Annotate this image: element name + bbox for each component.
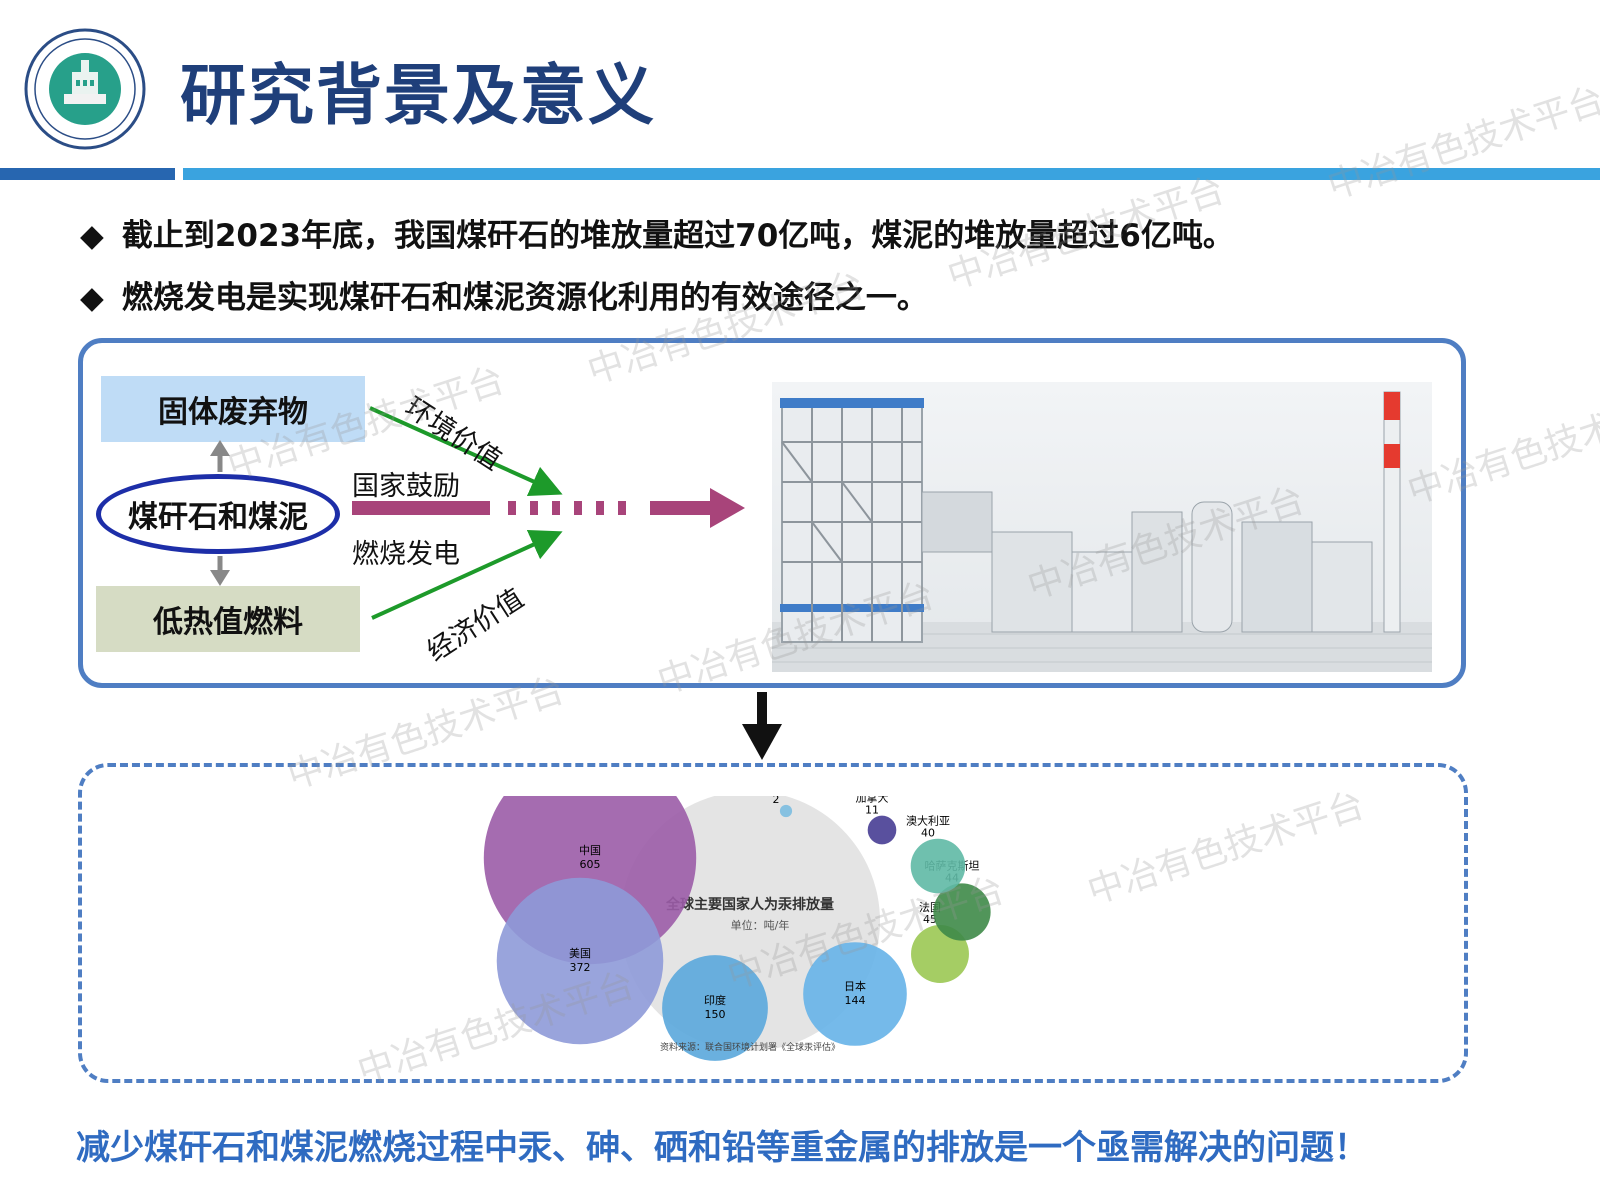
bullet-text: 截止到2023年底，我国煤矸石的堆放量超过70亿吨，煤泥的堆放量超过6亿吨。: [121, 218, 1234, 254]
environment-value-arrow: [369, 406, 563, 497]
power-plant-image: [772, 382, 1432, 672]
bubble-7: [867, 815, 897, 845]
chart-source: 资料来源：联合国环境计划署《全球汞评估》: [660, 1041, 840, 1053]
header-bar-dark: [0, 168, 175, 180]
bubble-label-0: 中国: [579, 844, 601, 857]
bubble-2: [662, 955, 768, 1061]
diamond-bullet-icon: ◆: [80, 218, 104, 254]
bubble-5: [933, 883, 991, 941]
bubble-value-6: 40: [921, 827, 935, 840]
bubble-3: [803, 942, 907, 1046]
bubble-value-3: 144: [845, 994, 866, 1007]
bubble-label-3: 日本: [844, 979, 866, 993]
bubble-1: [496, 877, 664, 1045]
low-calorific-fuel-box: 低热值燃料: [96, 586, 360, 652]
header-bar-light: [183, 168, 1600, 180]
bubble-value-0: 605: [580, 858, 601, 871]
bullet-item-2: ◆ 燃烧发电是实现煤矸石和煤泥资源化利用的有效途径之一。: [80, 272, 928, 317]
coal-gangue-ellipse: 煤矸石和煤泥: [96, 474, 340, 554]
conclusion-text: 减少煤矸石和煤泥燃烧过程中汞、砷、硒和铅等重金属的排放是一个亟需解决的问题！: [76, 1128, 1368, 1168]
bubble-label-7: 加拿大: [856, 796, 889, 805]
bubble-value-8: 2: [773, 796, 780, 806]
bubble-value-1: 372: [570, 961, 591, 974]
down-arrow-icon: [210, 556, 230, 586]
power-generation-arrow: [352, 488, 745, 528]
up-arrow-icon: [210, 440, 230, 472]
chart-title: 全球主要国家人为汞排放量: [665, 896, 834, 913]
combustion-power-label: 燃烧发电: [352, 539, 460, 570]
bubble-8: [779, 804, 793, 818]
flow-panel: [78, 338, 1466, 688]
bubble-value-7: 11: [865, 804, 879, 817]
bubble-value-4: 45: [923, 913, 937, 926]
university-logo: [24, 28, 146, 150]
bubble-label-2: 印度: [704, 993, 726, 1007]
down-connector-arrow-icon: [742, 692, 782, 760]
bullet-text: 燃烧发电是实现煤矸石和煤泥资源化利用的有效途径之一。: [121, 280, 928, 316]
solid-waste-box: 固体废弃物: [101, 376, 365, 442]
bullet-item-1: ◆ 截止到2023年底，我国煤矸石的堆放量超过70亿吨，煤泥的堆放量超过6亿吨。: [80, 210, 1234, 255]
economic-value-arrow: [371, 530, 563, 620]
bubble-6: [910, 838, 966, 894]
national-encouragement-label: 国家鼓励: [352, 471, 460, 502]
bubble-value-2: 150: [705, 1008, 726, 1021]
diamond-bullet-icon: ◆: [80, 280, 104, 316]
chart-subtitle: 单位：吨/年: [731, 918, 790, 932]
bubble-label-1: 美国: [569, 947, 591, 960]
page-title: 研究背景及意义: [180, 57, 656, 134]
bubble-label-6: 澳大利亚: [906, 814, 950, 828]
chart-panel: [78, 763, 1468, 1083]
